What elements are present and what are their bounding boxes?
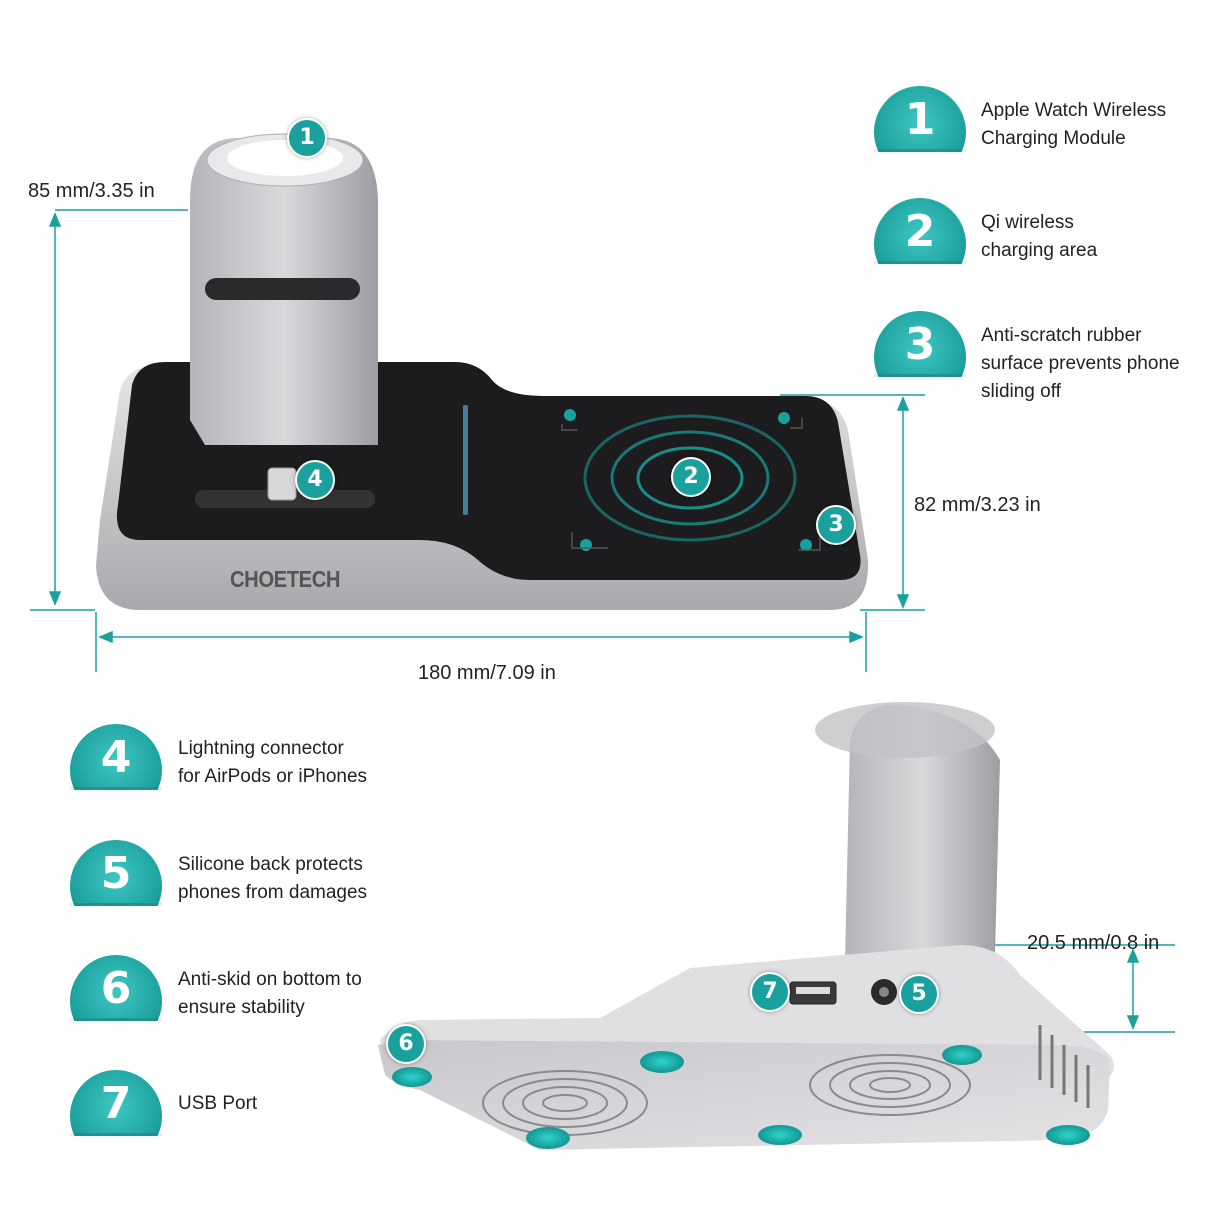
feature-text: USB Port <box>178 1093 258 1114</box>
marker-2: 2 <box>671 457 711 497</box>
brand-logo: CHOETECH <box>230 566 341 592</box>
feature-badge: 6 <box>70 955 162 1021</box>
dimension-thickness: 20.5 mm/0.8 in <box>1027 932 1160 954</box>
bottom-stand <box>845 704 1000 960</box>
marker-1: 1 <box>287 118 327 158</box>
feature-badge: 5 <box>70 840 162 906</box>
marker-4: 4 <box>295 460 335 500</box>
feature-text: Apple Watch Wireless Charging Module <box>981 100 1167 149</box>
feature-badge: 3 <box>874 311 966 377</box>
rubber-dots <box>564 409 812 551</box>
feature-text: Anti-skid on bottom to ensure stability <box>178 969 362 1018</box>
feature-badge: 2 <box>874 198 966 264</box>
dimension-height: 85 mm/3.35 in <box>28 180 155 202</box>
side-vents <box>1038 1025 1090 1108</box>
fan-grille-left <box>482 1070 648 1136</box>
marker-5: 5 <box>899 974 939 1014</box>
feature-badge: 1 <box>874 86 966 152</box>
qi-coil-rings <box>583 414 797 542</box>
feature-text: Qi wireless charging area <box>981 212 1098 261</box>
feature-badge: 4 <box>70 724 162 790</box>
marker-3: 3 <box>816 505 856 545</box>
dimension-depth: 82 mm/3.23 in <box>914 494 1041 516</box>
bottom-plate <box>378 1040 1110 1150</box>
rubber-corner-brackets <box>561 418 821 551</box>
watch-band-slot <box>205 278 360 300</box>
feature-text: Silicone back protects phones from damag… <box>178 854 368 903</box>
feature-text: Lightning connector for AirPods or iPhon… <box>178 738 368 787</box>
dimension-width: 180 mm/7.09 in <box>418 662 556 684</box>
feature-badge: 7 <box>70 1070 162 1136</box>
anti-skid-feet <box>392 1045 1090 1149</box>
marker-6: 6 <box>386 1024 426 1064</box>
feature-text: Anti-scratch rubber surface prevents pho… <box>981 325 1180 402</box>
led-strip <box>463 405 468 515</box>
lightning-connector <box>267 467 297 501</box>
fan-grille-right <box>809 1054 971 1116</box>
marker-7: 7 <box>750 972 790 1012</box>
